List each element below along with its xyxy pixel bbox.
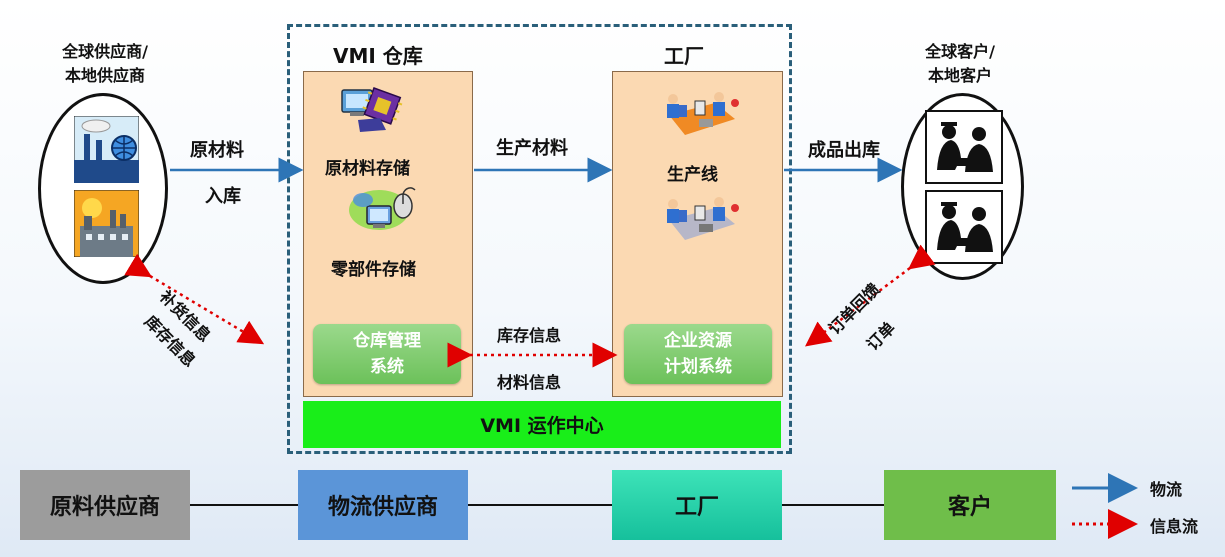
factory-sun-icon xyxy=(73,189,140,258)
legend-info-flow-label: 信息流 xyxy=(1150,517,1199,536)
customer-info-arrow xyxy=(804,244,936,347)
supplier-title-line2: 本地供应商 xyxy=(64,66,145,85)
product-outbound-label: 成品出库 xyxy=(808,140,880,161)
chain-supplier-box: 原料供应商 xyxy=(20,470,190,540)
customer-title: 全球客户/ 本地客户 xyxy=(895,40,1025,88)
raw-material-storage-label: 原材料存储 xyxy=(325,159,410,179)
chip-computer-icon xyxy=(340,80,410,136)
wms-label-line1: 仓库管理 xyxy=(353,331,421,351)
customer-title-line2: 本地客户 xyxy=(927,66,992,85)
production-material-label: 生产材料 xyxy=(496,138,568,159)
wms-label-line2: 系统 xyxy=(370,357,404,377)
vmi-boundary-frame xyxy=(287,24,792,454)
production-line-label: 生产线 xyxy=(667,165,718,185)
raw-material-label: 原材料 xyxy=(190,140,244,161)
inventory-info-label: 库存信息 xyxy=(497,326,562,345)
erp-system-button[interactable]: 企业资源 计划系统 xyxy=(624,324,772,384)
vmi-operation-center-bar: VMI 运作中心 xyxy=(303,401,781,448)
business-meeting-icon xyxy=(925,110,1003,184)
customer-title-line1: 全球客户/ xyxy=(925,42,995,61)
parts-storage-label: 零部件存储 xyxy=(331,260,416,280)
chain-customer-box: 客户 xyxy=(884,470,1056,540)
erp-label-line1: 企业资源 xyxy=(664,331,732,351)
inbound-label: 入库 xyxy=(205,186,241,207)
factory-globe-icon xyxy=(73,115,140,184)
erp-label-line2: 计划系统 xyxy=(664,357,732,377)
assembly-line-icon xyxy=(655,190,745,246)
legend-material-flow-label: 物流 xyxy=(1150,480,1183,499)
factory-title: 工厂 xyxy=(664,44,704,68)
material-info-label: 材料信息 xyxy=(497,373,562,392)
mouse-computer-icon xyxy=(345,186,425,244)
supplier-title-line1: 全球供应商/ xyxy=(62,42,148,61)
assembly-line-icon xyxy=(655,85,745,141)
chain-logistics-box: 物流供应商 xyxy=(298,470,468,540)
chain-factory-box: 工厂 xyxy=(612,470,782,540)
supplier-info-arrow xyxy=(124,253,265,345)
warehouse-management-system-button[interactable]: 仓库管理 系统 xyxy=(313,324,461,384)
business-meeting-icon xyxy=(925,190,1003,264)
vmi-warehouse-title: VMI 仓库 xyxy=(333,44,423,68)
supplier-title: 全球供应商/ 本地供应商 xyxy=(40,40,170,88)
